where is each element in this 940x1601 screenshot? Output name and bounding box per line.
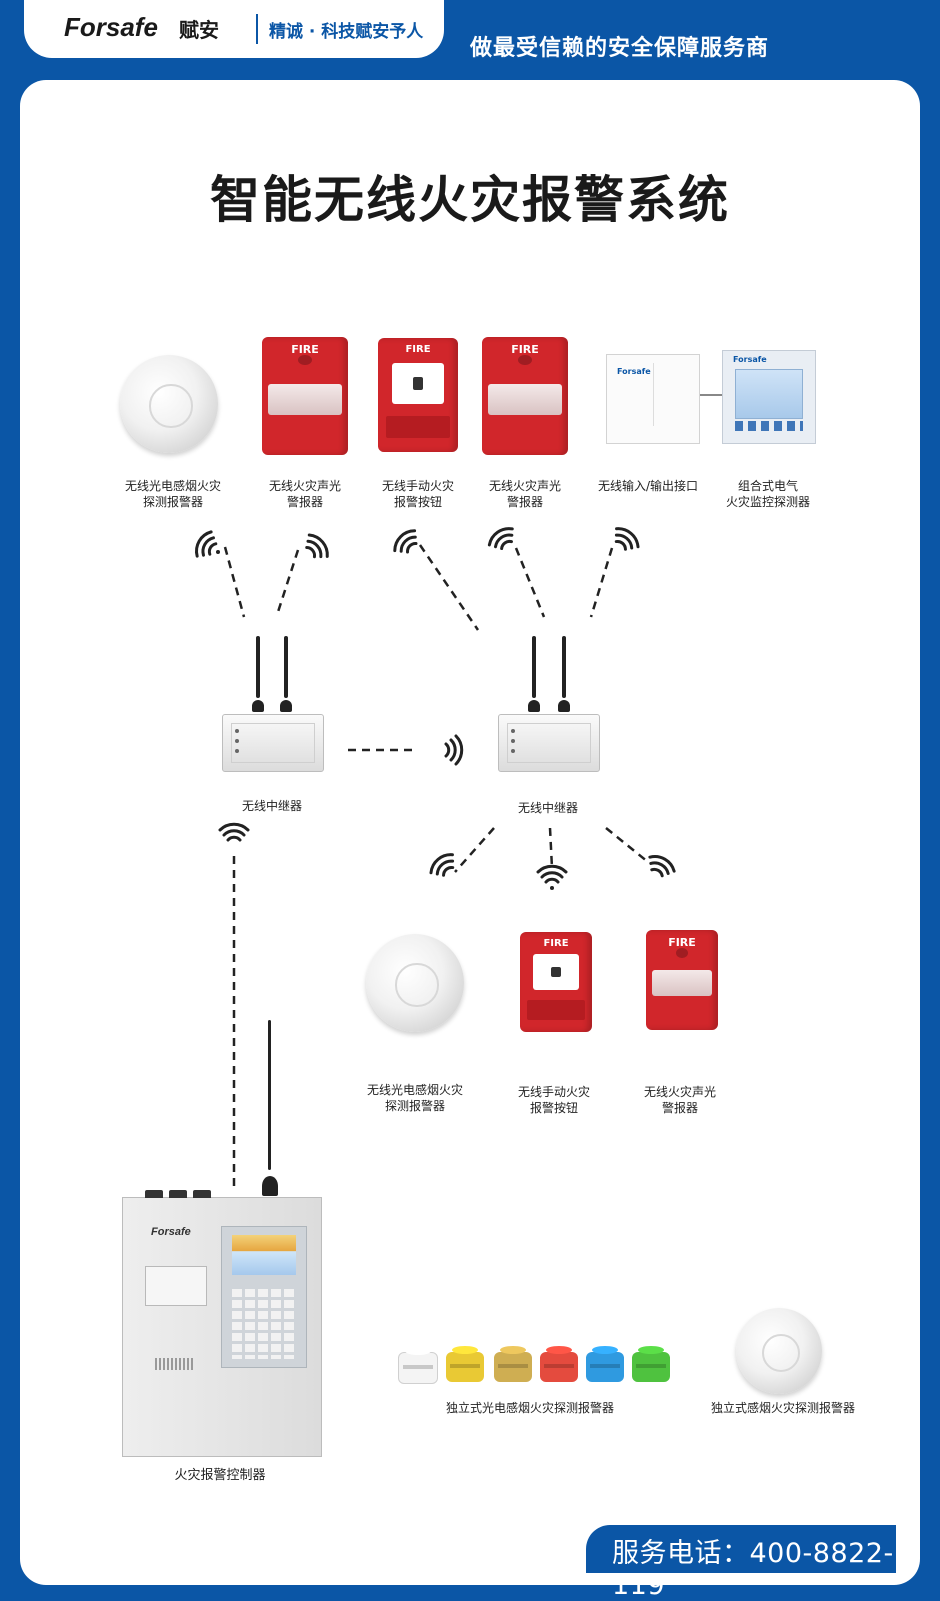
- io-interface-image: Forsafe: [606, 354, 700, 444]
- page-title: 智能无线火灾报警系统: [210, 171, 730, 229]
- antenna: [268, 1020, 271, 1170]
- smoke-detector-image: [120, 355, 218, 453]
- wifi-signal-icon: [444, 734, 464, 766]
- link-line: [589, 547, 614, 618]
- wifi-signal-icon: [393, 529, 418, 554]
- service-phone[interactable]: 服务电话：400-8822-119: [612, 1538, 894, 1601]
- wireless-repeater-image: [498, 714, 600, 772]
- standalone-detector-red-image: [540, 1352, 578, 1382]
- antenna-base: [280, 700, 292, 712]
- link-line: [276, 549, 300, 613]
- antenna-base: [528, 700, 540, 712]
- brand-logo-cn: 赋安: [179, 18, 219, 42]
- smoke-detector-image: [366, 934, 464, 1032]
- standalone-detector-yellow-image: [446, 1352, 484, 1382]
- antenna-base: [558, 700, 570, 712]
- standalone-label: 独立式感烟火灾探测报警器: [710, 1401, 855, 1415]
- link-line: [548, 827, 554, 869]
- repeater-label: 无线中继器: [517, 801, 578, 815]
- standalone-detector-green-image: [632, 1352, 670, 1382]
- standalone-detector-gold-image: [494, 1352, 532, 1382]
- standalone-colored-label: 独立式光电感烟火灾探测报警器: [445, 1401, 614, 1415]
- sounder-image: FIRE: [646, 930, 718, 1030]
- logo-divider: [256, 14, 258, 44]
- fire-alarm-controller-image: Forsafe: [122, 1190, 322, 1457]
- wifi-signal-icon: [195, 530, 218, 558]
- device-label: 无线火灾声光警报器: [488, 479, 561, 509]
- antenna-base: [262, 1176, 278, 1196]
- antenna-base: [252, 700, 264, 712]
- phone-banner: [586, 1525, 896, 1573]
- device-label: 无线光电感烟火灾探测报警器: [124, 479, 221, 509]
- device-label: 无线火灾声光警报器: [643, 1085, 716, 1115]
- wifi-signal-icon: [536, 864, 568, 884]
- wifi-signal-icon: [614, 527, 640, 551]
- standalone-detector-white-image: [398, 1352, 438, 1384]
- standalone-detector-blue-image: [586, 1352, 624, 1382]
- electrical-monitor-image: Forsafe: [722, 350, 816, 444]
- manual-call-point-image: FIRE: [378, 338, 458, 452]
- sounder-image: FIRE: [482, 337, 568, 455]
- antenna: [284, 636, 288, 698]
- link-line: [418, 544, 480, 631]
- device-label: 无线手动火灾报警按钮: [517, 1085, 590, 1115]
- device-label: 无线火灾声光警报器: [268, 479, 341, 509]
- wireless-repeater-image: [222, 714, 324, 772]
- antenna: [562, 636, 566, 698]
- device-label: 无线光电感烟火灾探测报警器: [366, 1083, 463, 1113]
- wifi-signal-icon: [487, 527, 514, 551]
- repeater-label: 无线中继器: [241, 799, 302, 813]
- controller-label: 火灾报警控制器: [174, 1468, 266, 1483]
- link-line: [454, 827, 495, 873]
- header-tagline: 做最受信赖的安全保障服务商: [470, 36, 770, 61]
- antenna: [256, 636, 260, 698]
- standalone-smoke-detector-image: [736, 1308, 822, 1394]
- sounder-image: FIRE: [262, 337, 348, 455]
- brand-logo-latin: Forsafe: [64, 12, 158, 42]
- logo-tab: Forsafe 赋安 精诚 · 科技赋安予人: [24, 0, 444, 58]
- wifi-signal-icon: [218, 822, 250, 842]
- device-label: 无线输入/输出接口: [597, 479, 699, 493]
- wifi-signal-icon: [305, 533, 329, 559]
- antenna: [532, 636, 536, 698]
- link-line: [223, 546, 246, 618]
- link-line: [605, 827, 649, 863]
- device-label: 组合式电气火灾监控探测器: [725, 479, 810, 509]
- wifi-signal-icon: [429, 853, 455, 877]
- manual-call-point-image: FIRE: [520, 932, 592, 1032]
- device-label: 无线手动火灾报警按钮: [381, 479, 454, 509]
- link-line: [514, 547, 546, 618]
- wifi-signal-icon: [648, 855, 676, 878]
- brand-slogan: 精诚 · 科技赋安予人: [269, 22, 424, 42]
